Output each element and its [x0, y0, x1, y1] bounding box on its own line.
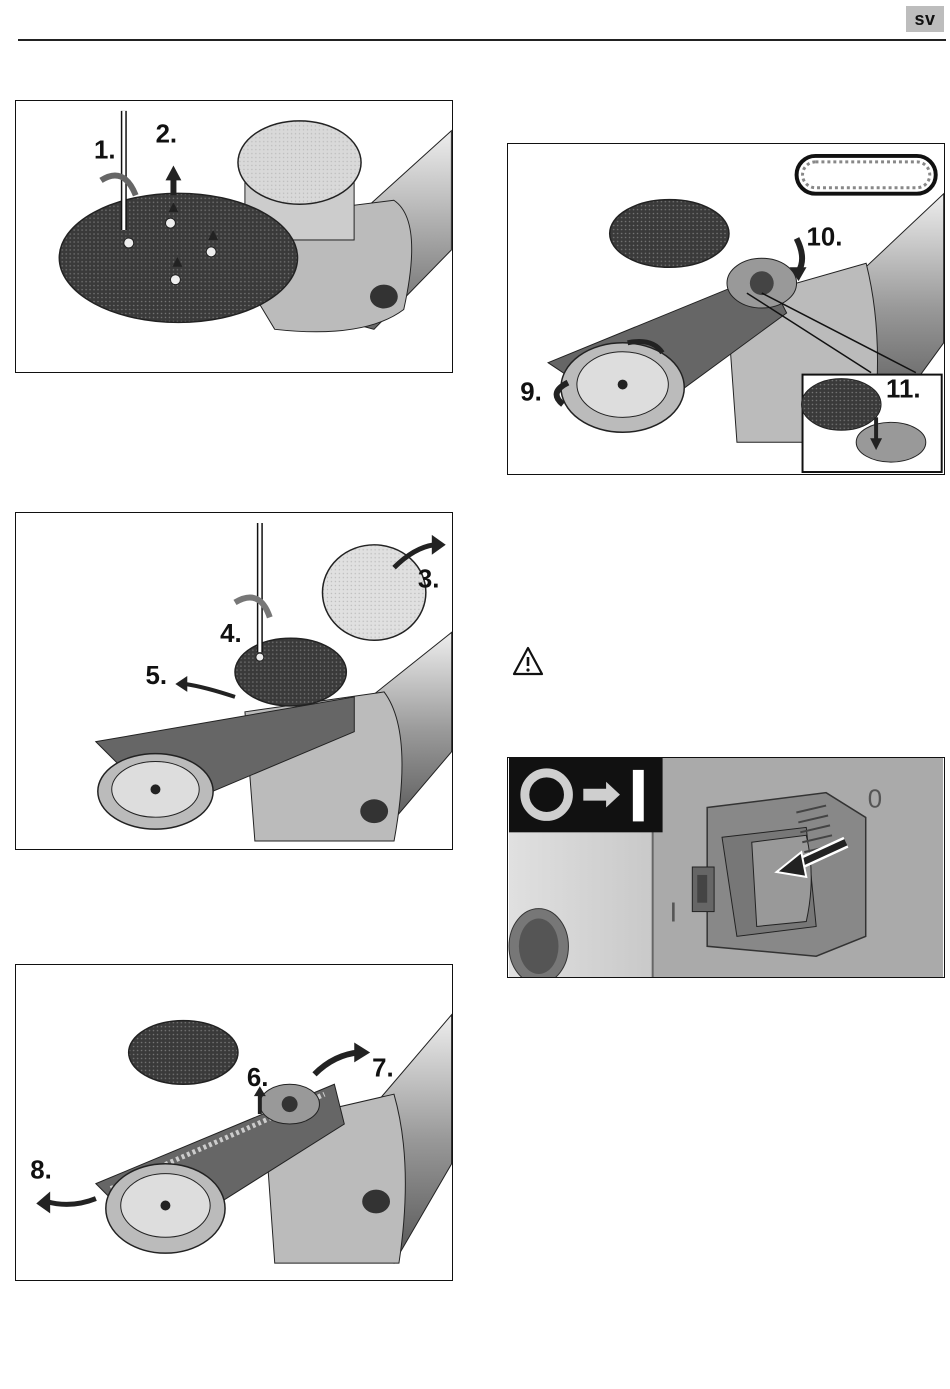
- figure-switch-on: I 0: [507, 757, 945, 978]
- step-10-label: 10.: [807, 223, 843, 251]
- illustration-switch-on: I 0: [508, 758, 944, 977]
- figure-fit-belt: 10. 9. 11.: [507, 143, 945, 475]
- step-2-label: 2.: [156, 121, 178, 149]
- language-badge: sv: [906, 6, 944, 32]
- step-1-label: 1.: [94, 137, 116, 165]
- illustration-remove-sanding-disc: 3. 4. 5.: [16, 513, 452, 849]
- step-5-label: 5.: [146, 662, 168, 690]
- figure-remove-sanding-disc: 3. 4. 5.: [15, 512, 453, 850]
- step-11-label: 11.: [886, 375, 920, 403]
- side-mark-off-label: 0: [868, 786, 882, 814]
- illustration-remove-pad: 1. 2.: [16, 101, 452, 372]
- side-mark-on-label: I: [670, 897, 678, 928]
- figure-remove-pad: 1. 2.: [15, 100, 453, 373]
- step-6-label: 6.: [247, 1064, 269, 1092]
- illustration-fit-belt: 10. 9. 11.: [508, 144, 944, 474]
- figure-remove-belt: 6. 7. 8.: [15, 964, 453, 1281]
- step-4-label: 4.: [220, 620, 242, 648]
- step-9-label: 9.: [520, 378, 542, 406]
- step-7-label: 7.: [372, 1054, 394, 1082]
- step-8-label: 8.: [30, 1157, 52, 1185]
- step-3-label: 3.: [418, 566, 440, 594]
- warning-triangle-icon: [512, 646, 544, 676]
- illustration-remove-belt: 6. 7. 8.: [16, 965, 452, 1280]
- header-rule: [18, 39, 946, 41]
